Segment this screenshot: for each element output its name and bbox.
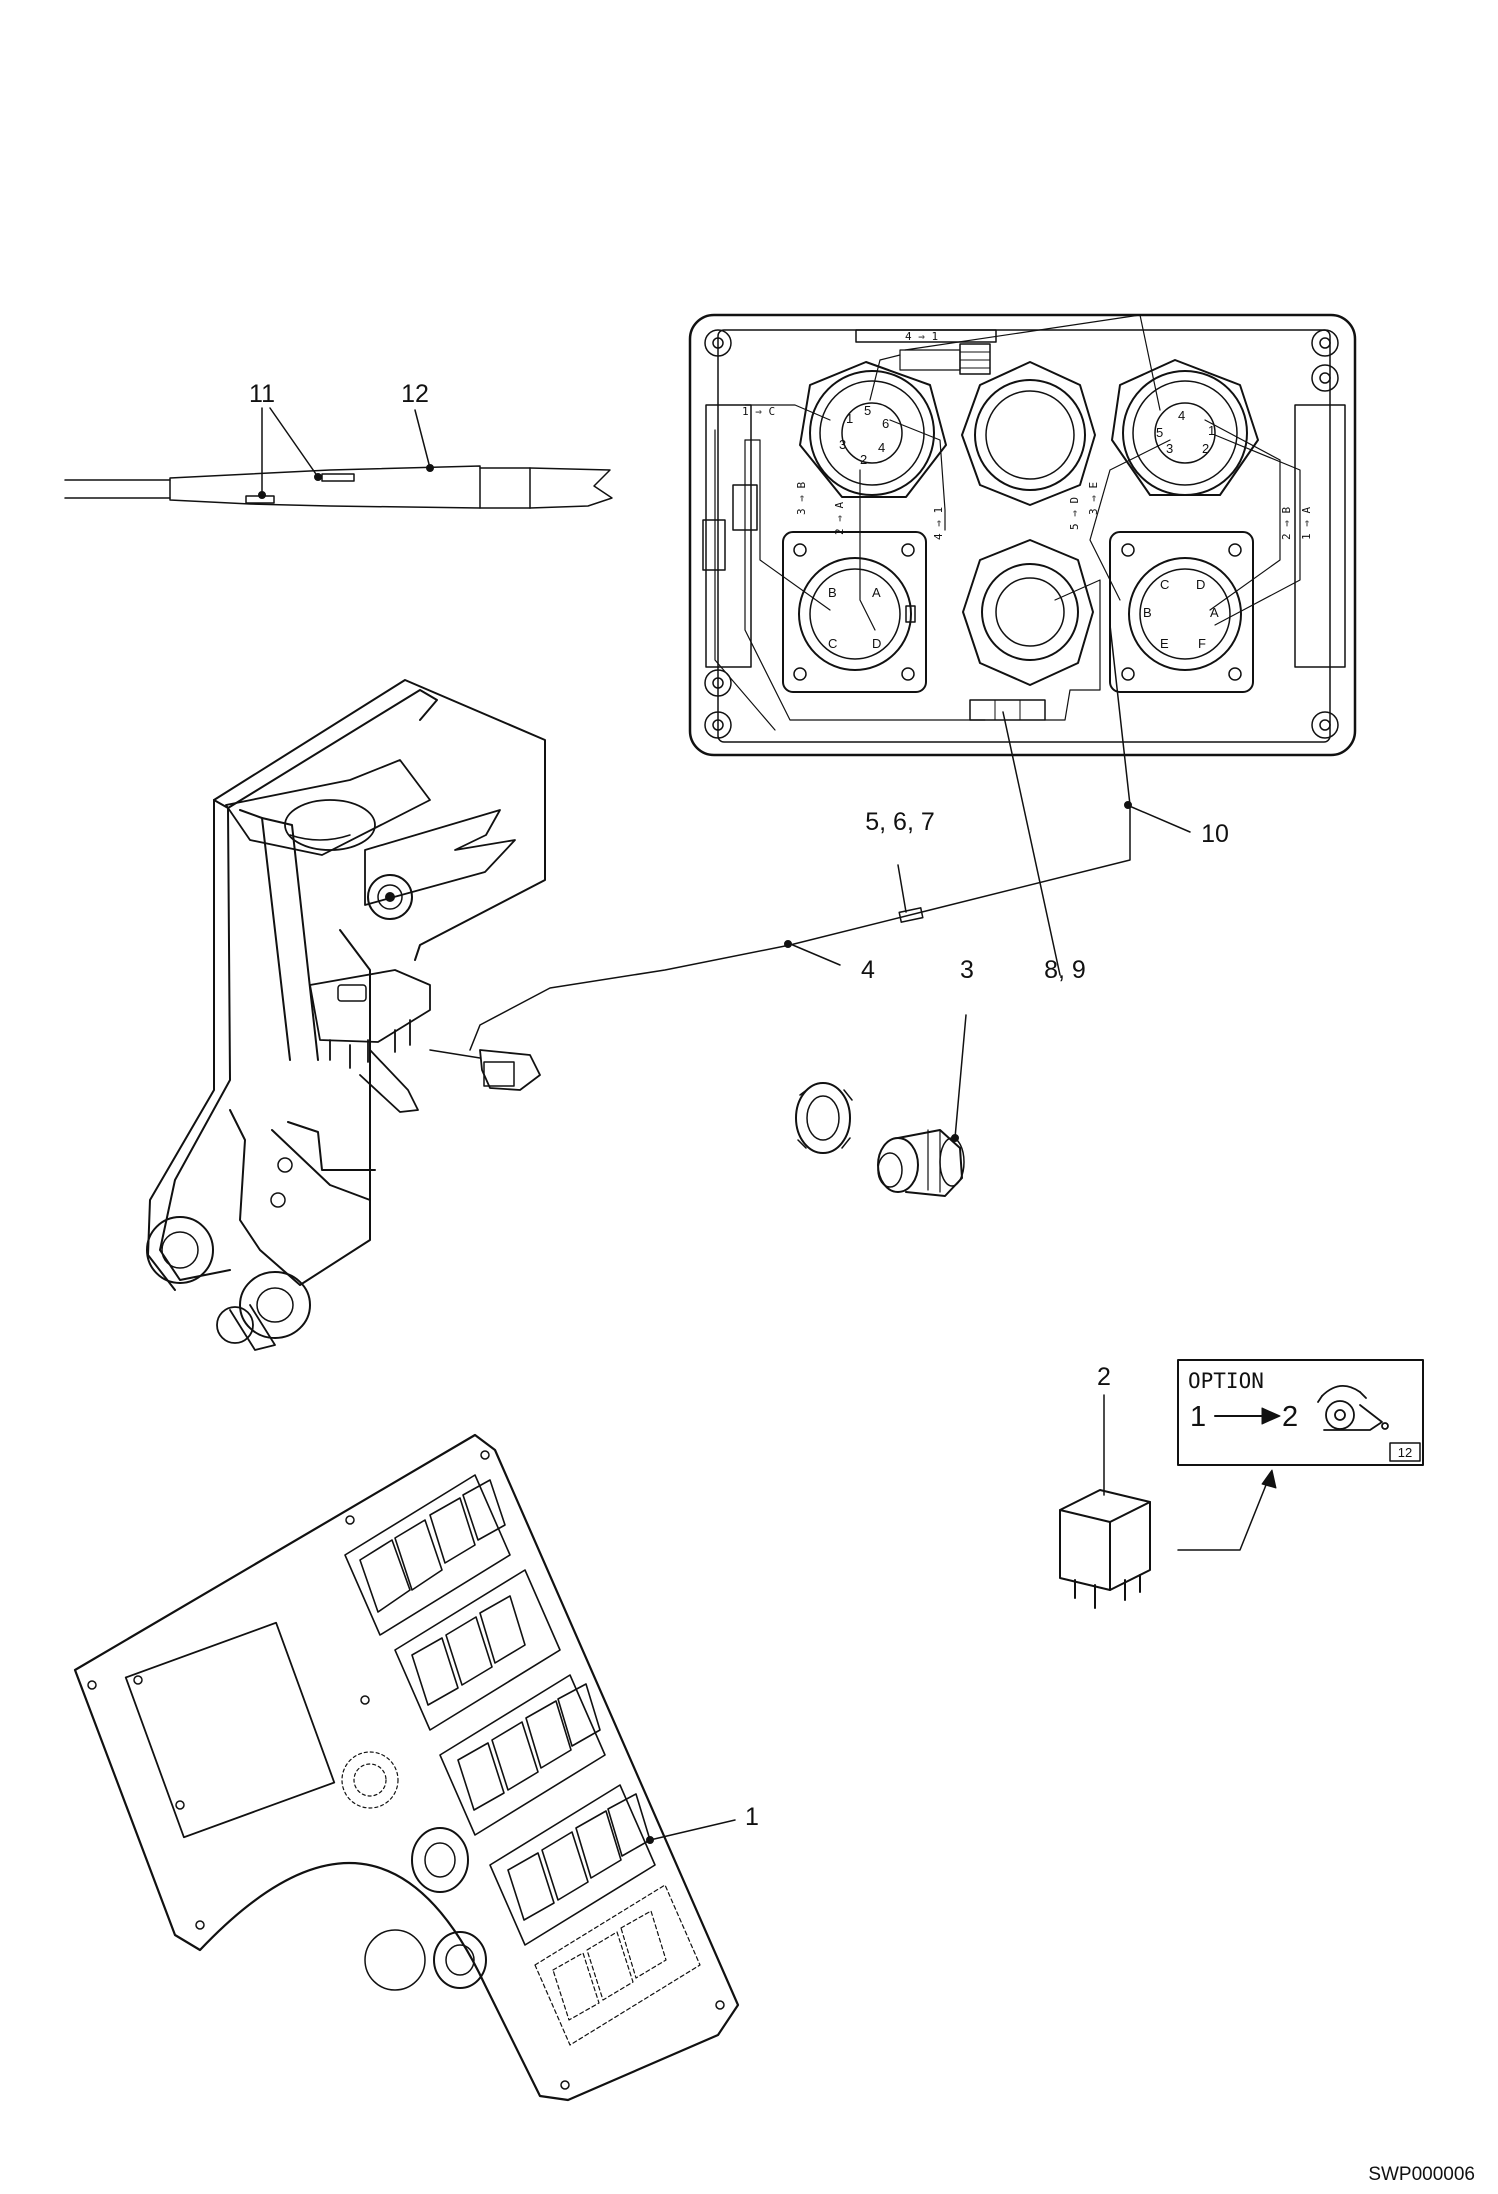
- svg-text:5 ⇒ D: 5 ⇒ D: [1068, 497, 1081, 530]
- control-box: 4 ⇒ 1 1 5 6 3 2 4: [688, 313, 1357, 757]
- callout-5-6-7: 5, 6, 7: [865, 808, 935, 836]
- connector-left-square: B A C D: [782, 531, 927, 693]
- cable-splice-detail: 11 12: [64, 380, 613, 509]
- svg-text:A: A: [1210, 605, 1219, 620]
- switch-bank-4: [489, 1784, 656, 1946]
- svg-text:2 ⇒ A: 2 ⇒ A: [833, 502, 846, 535]
- svg-text:6: 6: [882, 416, 889, 431]
- svg-text:2: 2: [1202, 441, 1209, 456]
- callout-2: 2: [1097, 1363, 1111, 1391]
- switch-bank-1: [344, 1474, 511, 1636]
- callout-3: 3: [960, 956, 974, 984]
- svg-text:D: D: [1196, 577, 1205, 592]
- rotate-knob-icon: [1317, 1385, 1389, 1431]
- svg-text:B: B: [1143, 605, 1152, 620]
- terminal-strip-label: 4 ⇒ 1: [905, 330, 938, 343]
- svg-text:3 ⇒ E: 3 ⇒ E: [1087, 482, 1100, 515]
- svg-text:C: C: [1160, 577, 1169, 592]
- connector-left-round: 1 5 6 3 2 4: [799, 361, 947, 498]
- callout-1: 1: [745, 1803, 759, 1831]
- switch-bank-2: [394, 1569, 561, 1731]
- boom-arm-assembly: [146, 679, 546, 1351]
- svg-text:D: D: [872, 636, 881, 651]
- svg-text:2 ⇒ B: 2 ⇒ B: [1280, 507, 1293, 540]
- svg-text:4: 4: [878, 440, 885, 455]
- corner-bolts: [704, 329, 1339, 739]
- callout-10: 10: [1201, 820, 1229, 848]
- svg-text:E: E: [1160, 636, 1169, 651]
- connector-center-blank: [961, 361, 1096, 506]
- option-from: 1: [1190, 1401, 1206, 1433]
- callout-8-9: 8, 9: [1044, 956, 1086, 984]
- connector-right-square: C D B A E F: [1109, 531, 1254, 693]
- svg-text:A: A: [872, 585, 881, 600]
- svg-text:2: 2: [860, 452, 867, 467]
- cable-gland-and-nut: 3: [795, 956, 974, 1197]
- dashboard-switch-panel: 1: [73, 1433, 759, 2102]
- option-badge: 12: [1398, 1445, 1412, 1460]
- svg-text:B: B: [828, 585, 837, 600]
- option-to: 2: [1282, 1401, 1298, 1433]
- option-title: OPTION: [1188, 1369, 1264, 1393]
- option-decal: [1177, 1359, 1424, 1466]
- svg-text:1: 1: [846, 411, 853, 426]
- callout-12: 12: [401, 380, 429, 408]
- figure-code: SWP000006: [1368, 2164, 1475, 2185]
- svg-text:4 ⇒ 1: 4 ⇒ 1: [932, 507, 945, 540]
- svg-text:4: 4: [1178, 408, 1185, 423]
- svg-text:C: C: [828, 636, 837, 651]
- svg-text:1: 1: [1208, 423, 1215, 438]
- cable-route: 10 5, 6, 7 4 8, 9: [469, 624, 1229, 1051]
- svg-text:3: 3: [839, 437, 846, 452]
- switch-bank-3: [439, 1674, 606, 1836]
- callout-11: 11: [249, 380, 275, 408]
- svg-text:5: 5: [864, 403, 871, 418]
- switch-bank-blank: [534, 1884, 701, 2046]
- connector-center-gland: [962, 539, 1094, 686]
- connector-right-round: 4 5 1 3 2: [1111, 359, 1259, 496]
- svg-text:1 ⇒ C: 1 ⇒ C: [742, 405, 775, 418]
- internal-wiring: [714, 314, 1301, 731]
- svg-text:1 ⇒ A: 1 ⇒ A: [1300, 507, 1313, 540]
- svg-text:5: 5: [1156, 425, 1163, 440]
- svg-text:F: F: [1198, 636, 1206, 651]
- callout-4: 4: [861, 956, 875, 984]
- svg-text:3 ⇒ B: 3 ⇒ B: [795, 482, 808, 515]
- relay-option-group: 2 OPTION 1 2 12: [1059, 1359, 1424, 1609]
- svg-text:3: 3: [1166, 441, 1173, 456]
